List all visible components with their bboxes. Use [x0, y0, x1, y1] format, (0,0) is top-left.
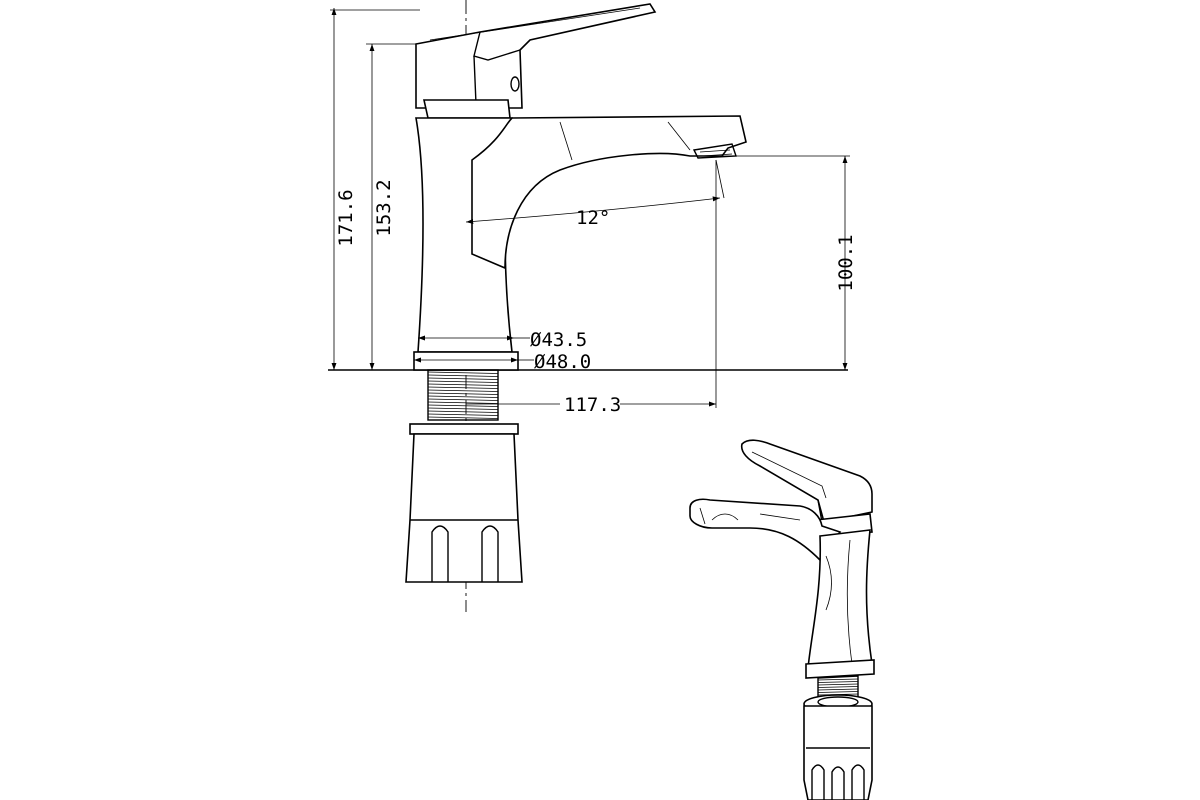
- dim-spout-reach-label: 117.3: [564, 394, 621, 416]
- dim-spout-reach: 117.3: [466, 394, 716, 416]
- thread-line: [427, 398, 499, 401]
- iso-thread-line: [817, 681, 859, 683]
- dim-base-diameter: Ø48.0: [414, 351, 591, 373]
- dim-body-diameter-label: Ø43.5: [530, 329, 587, 351]
- iso-thread-line: [817, 691, 859, 693]
- thread-line: [427, 413, 499, 416]
- thread-line: [427, 383, 499, 386]
- dim-spout-height: 100.1: [720, 155, 857, 370]
- iso-thread-line: [817, 686, 859, 688]
- front-elevation: 171.6 153.2 100.1 12° Ø43.5: [328, 0, 857, 612]
- thread-line: [427, 410, 499, 413]
- thread-line: [427, 401, 499, 404]
- dim-body-diameter: Ø43.5: [418, 329, 587, 351]
- thread-line: [427, 386, 499, 389]
- thread-line: [427, 374, 499, 377]
- dim-spout-height-label: 100.1: [835, 234, 857, 291]
- iso-thread-line: [817, 678, 859, 681]
- thread-line: [427, 389, 499, 392]
- thread-line: [427, 407, 499, 410]
- thread-line: [427, 404, 499, 407]
- dim-handle-height: 153.2: [366, 43, 416, 370]
- thread-line: [427, 377, 499, 380]
- iso-thread-line: [817, 688, 859, 691]
- thread-line: [427, 395, 499, 398]
- isometric-view: [689, 439, 875, 800]
- dim-total-height-label: 171.6: [335, 189, 357, 246]
- dim-spout-angle-label: 12°: [576, 207, 610, 229]
- dim-handle-height-label: 153.2: [373, 179, 395, 236]
- thread-line: [427, 380, 499, 383]
- dim-total-height: 171.6: [330, 7, 420, 370]
- threaded-shank: [405, 369, 523, 583]
- dim-spout-angle: 12°: [465, 159, 725, 408]
- dim-base-diameter-label: Ø48.0: [534, 351, 591, 373]
- faucet-body: [413, 115, 747, 371]
- lever-handle: [415, 3, 657, 119]
- iso-thread-line: [817, 683, 859, 686]
- thread-line: [427, 416, 499, 419]
- thread-line: [427, 392, 499, 395]
- thread-line: [427, 371, 499, 374]
